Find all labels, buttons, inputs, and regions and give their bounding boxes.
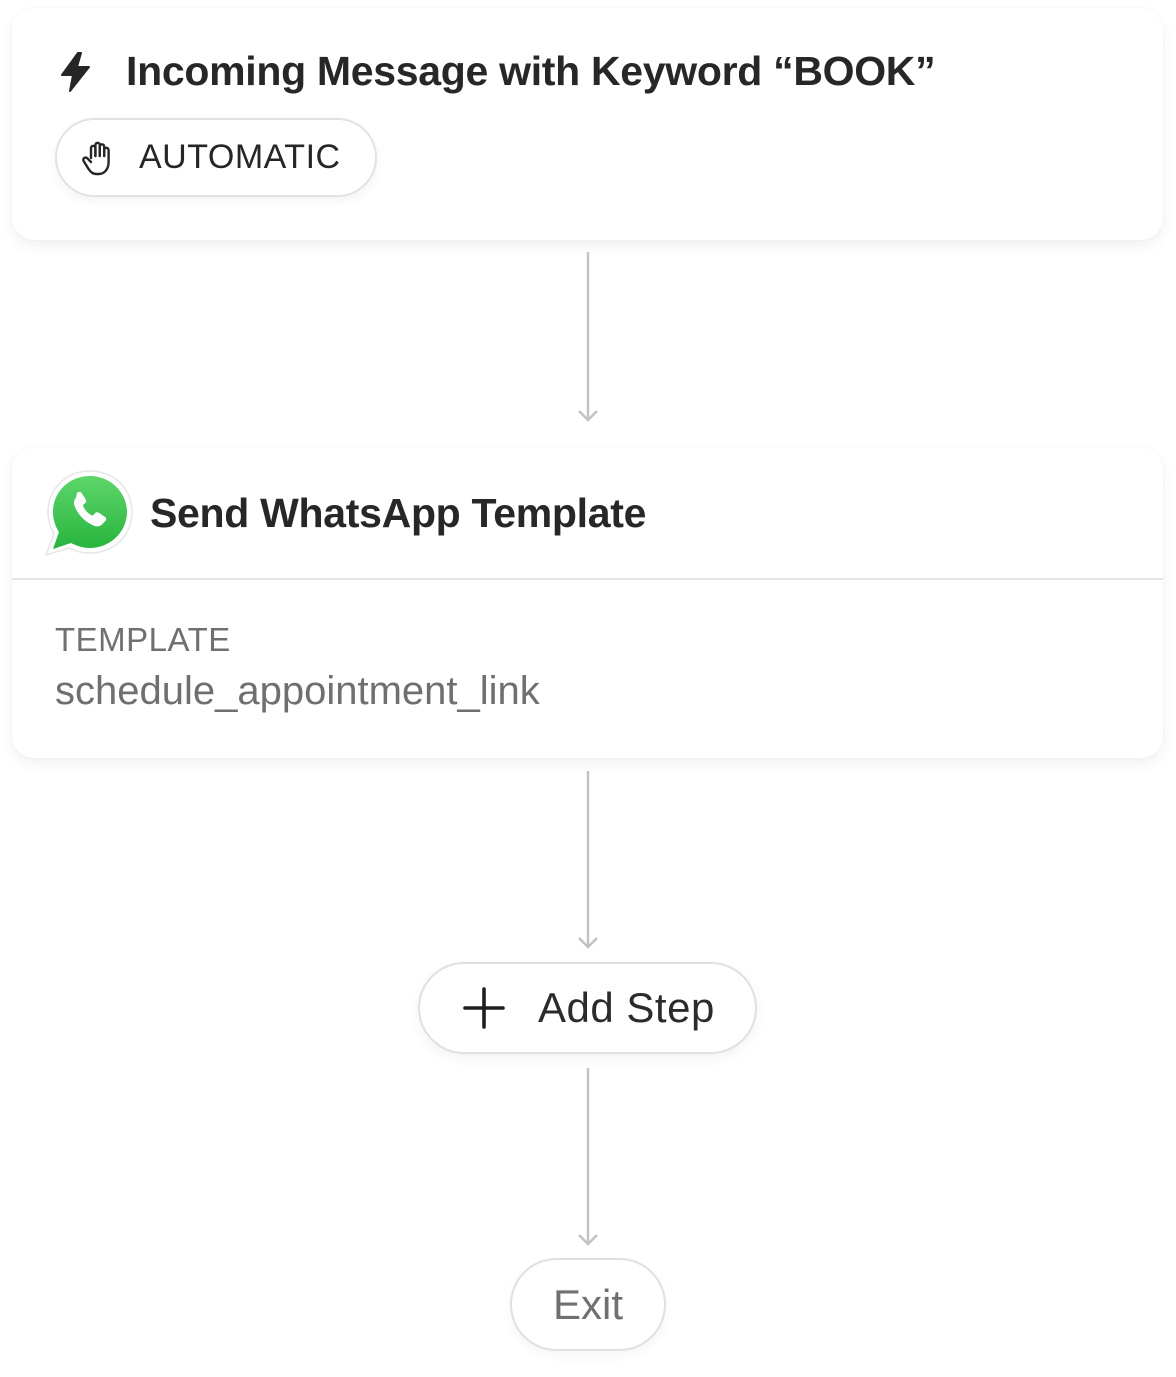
connector-arrow (578, 1068, 598, 1248)
bolt-icon (61, 51, 90, 92)
exit-label: Exit (552, 1280, 623, 1328)
connector-arrow (578, 252, 598, 424)
trigger-title: Incoming Message with Keyword “BOOK” (126, 48, 936, 94)
exit-node[interactable]: Exit (510, 1258, 666, 1351)
automatic-mode-badge[interactable]: AUTOMATIC (55, 118, 377, 197)
template-field-label: TEMPLATE (55, 621, 231, 658)
trigger-card[interactable]: Incoming Message with Keyword “BOOK” AUT… (12, 8, 1163, 240)
action-title: Send WhatsApp Template (150, 489, 647, 536)
add-step-label: Add Step (538, 984, 715, 1031)
add-step-button[interactable]: Add Step (418, 962, 757, 1054)
action-header: Send WhatsApp Template (44, 463, 646, 563)
plus-icon (463, 987, 505, 1029)
mode-label: AUTOMATIC (139, 138, 341, 176)
connector-arrow (578, 771, 598, 951)
whatsapp-icon (44, 470, 133, 557)
hand-icon (82, 141, 110, 175)
send-whatsapp-template-card[interactable]: Send WhatsApp Template TEMPLATE schedule… (12, 447, 1163, 758)
card-divider (12, 578, 1163, 580)
template-field-value: schedule_appointment_link (55, 669, 540, 713)
trigger-header: Incoming Message with Keyword “BOOK” (58, 48, 936, 95)
